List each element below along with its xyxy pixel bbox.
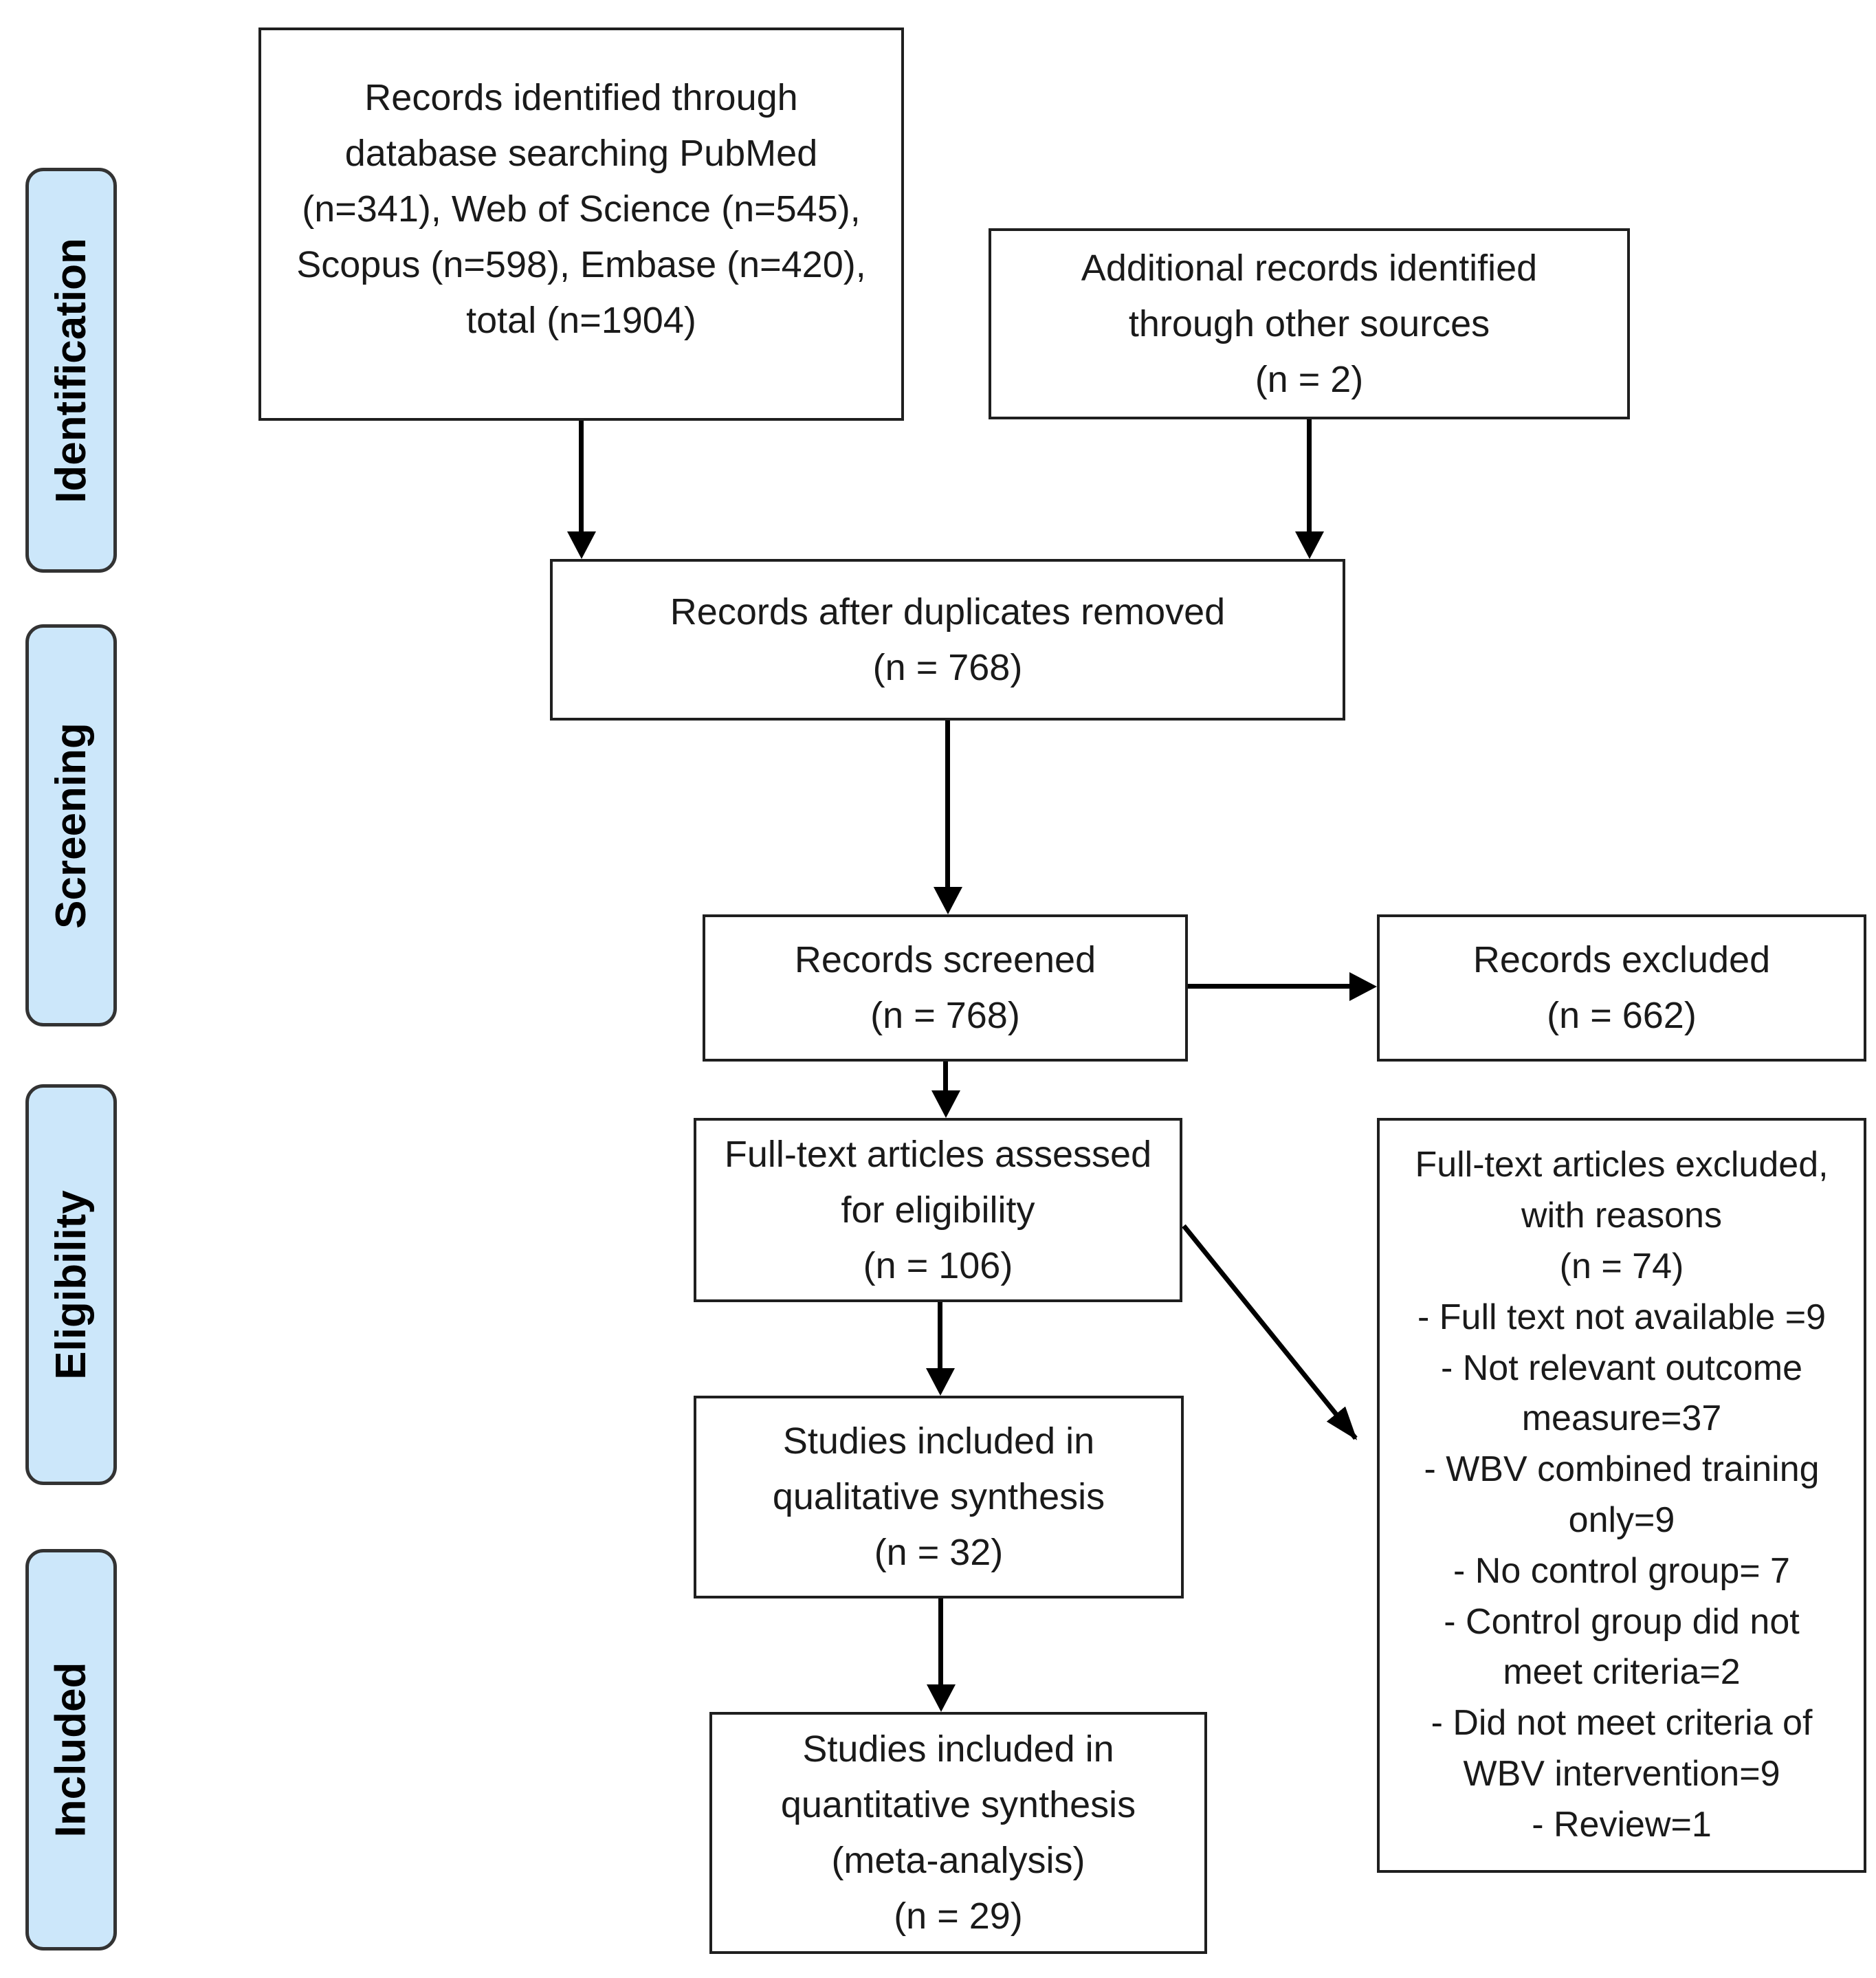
arrow-fulltext-to-excluded-diagonal-line [1182,1224,1358,1440]
arrow-fulltext-to-qualitative [938,1302,942,1368]
arrow-additional-to-dedup [1307,419,1312,531]
box-fulltext-assessed-text: Full-text articles assessed for eligibil… [724,1133,1152,1286]
box-records-screened: Records screened (n = 768) [703,914,1188,1062]
stage-identification: Identification [25,168,117,573]
box-fulltext-assessed: Full-text articles assessed for eligibil… [694,1118,1182,1302]
box-quantitative-synthesis: Studies included in quantitative synthes… [709,1712,1207,1954]
box-records-screened-text: Records screened (n = 768) [794,939,1096,1036]
box-records-deduplicated: Records after duplicates removed (n = 76… [550,559,1345,721]
box-qualitative-synthesis: Studies included in qualitative synthesi… [694,1396,1184,1598]
stage-included-label: Included [47,1662,95,1838]
stage-eligibility-label: Eligibility [47,1189,95,1380]
box-records-excluded-text: Records excluded (n = 662) [1472,939,1771,1036]
box-additional-records-text: Additional records identified through ot… [1081,247,1538,400]
box-additional-records: Additional records identified through ot… [989,228,1630,419]
arrow-qualitative-to-quantitative [938,1598,943,1684]
stage-eligibility: Eligibility [25,1084,117,1485]
box-qualitative-synthesis-text: Studies included in qualitative synthesi… [772,1420,1105,1573]
arrow-identified-to-dedup [579,421,584,531]
box-records-deduplicated-text: Records after duplicates removed (n = 76… [670,591,1226,688]
box-records-identified: Records identified through database sear… [258,28,904,421]
stage-screening: Screening [25,624,117,1026]
arrow-screened-to-excluded [1188,984,1349,989]
box-records-excluded: Records excluded (n = 662) [1377,914,1866,1062]
arrow-dedup-to-screened [945,721,950,887]
stage-included: Included [25,1549,117,1950]
box-fulltext-excluded-reasons: Full-text articles excluded, with reason… [1377,1118,1866,1873]
arrow-screened-to-fulltext [943,1062,948,1090]
box-fulltext-excluded-reasons-text: Full-text articles excluded, with reason… [1415,1145,1829,1845]
stage-identification-label: Identification [47,237,95,503]
box-records-identified-text: Records identified through database sear… [296,77,866,341]
stage-screening-label: Screening [47,722,95,929]
box-quantitative-synthesis-text: Studies included in quantitative synthes… [780,1728,1136,1937]
